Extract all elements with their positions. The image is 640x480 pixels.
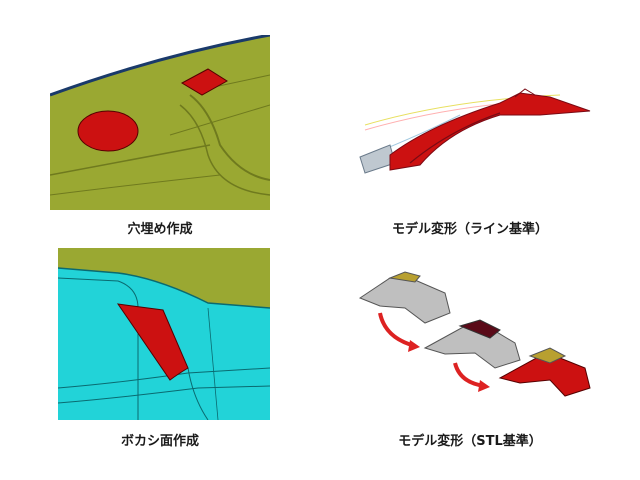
red-hole-patch-square (180, 68, 228, 96)
line-deform-image (350, 85, 600, 185)
caption-line-deform: モデル変形（ライン基準） (391, 222, 548, 237)
caption-blur-surface: ボカシ面作成 (120, 434, 199, 449)
blur-surface-image (58, 248, 270, 420)
arrow-1 (378, 312, 416, 348)
hole-fill-image (50, 35, 270, 210)
caption-hole-fill: 穴埋め作成 (127, 222, 193, 237)
stl-deform-image (350, 268, 610, 398)
caption-stl-deform: モデル変形（STL基準） (398, 434, 542, 449)
red-blur-face (116, 303, 189, 381)
red-hole-patch-round (77, 110, 139, 152)
